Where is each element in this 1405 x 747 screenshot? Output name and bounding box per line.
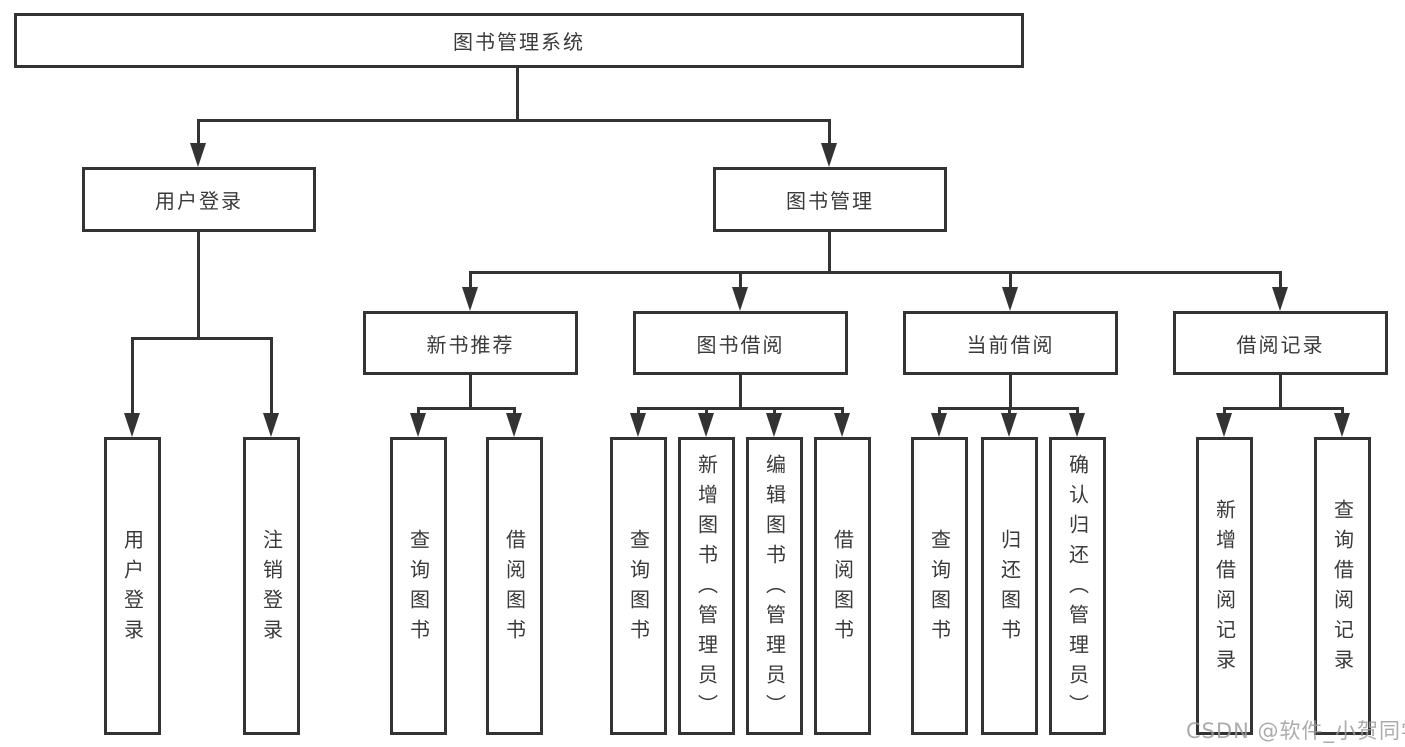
arrow-head <box>263 413 279 437</box>
node-user-login: 用户登录 <box>82 167 316 232</box>
node-library-system: 图书管理系统 <box>14 13 1024 68</box>
arrow-head <box>462 287 478 311</box>
leaf-user-login: 用户登录 <box>104 437 161 735</box>
leaf-edit-book-admin: 编辑图书（管理员） <box>746 437 803 735</box>
arrow-head <box>1334 413 1350 437</box>
leaf-add-borrow-record: 新增借阅记录 <box>1196 437 1253 735</box>
watermark: CSDN @软件_小贺同学 <box>1186 719 1405 743</box>
arrow-head <box>1216 413 1232 437</box>
leaf-query-books-1: 查询图书 <box>390 437 447 735</box>
arrow-head <box>931 413 947 437</box>
node-new-book-recommend: 新书推荐 <box>363 311 578 375</box>
arrow-head <box>124 413 140 437</box>
arrow-head <box>1069 413 1085 437</box>
connector-line <box>828 119 831 149</box>
leaf-confirm-return-admin: 确认归还（管理员） <box>1049 437 1106 735</box>
node-book-management: 图书管理 <box>713 167 947 232</box>
connector-line <box>469 271 1282 274</box>
arrow-head <box>1272 287 1288 311</box>
connector-line <box>131 337 134 419</box>
leaf-logout: 注销登录 <box>243 437 300 735</box>
connector-line <box>1279 271 1282 291</box>
leaf-add-book-admin: 新增图书（管理员） <box>678 437 735 735</box>
connector-line <box>739 375 742 409</box>
arrow-head <box>732 287 748 311</box>
node-book-borrow: 图书借阅 <box>633 311 848 375</box>
leaf-return-book: 归还图书 <box>981 437 1038 735</box>
arrow-head <box>698 413 714 437</box>
connector-line <box>197 232 200 339</box>
arrow-head <box>506 413 522 437</box>
leaf-borrow-books-2: 借阅图书 <box>814 437 871 735</box>
connector-line <box>197 119 200 149</box>
connector-line <box>637 407 844 410</box>
node-borrow-records: 借阅记录 <box>1173 311 1388 375</box>
arrow-head <box>1002 287 1018 311</box>
leaf-query-borrow-record: 查询借阅记录 <box>1314 437 1371 735</box>
arrow-head <box>834 413 850 437</box>
connector-line <box>469 271 472 291</box>
connector-line <box>131 337 273 340</box>
arrow-head <box>821 143 837 167</box>
connector-line <box>739 271 742 291</box>
connector-line <box>1009 375 1012 409</box>
node-current-borrow: 当前借阅 <box>903 311 1118 375</box>
leaf-borrow-books-1: 借阅图书 <box>486 437 543 735</box>
connector-line <box>1009 271 1012 291</box>
arrow-head <box>410 413 426 437</box>
connector-line <box>417 407 516 410</box>
arrow-head <box>190 143 206 167</box>
connector-line <box>1279 375 1282 409</box>
arrow-head <box>630 413 646 437</box>
leaf-query-books-2: 查询图书 <box>610 437 667 735</box>
leaf-query-books-3: 查询图书 <box>911 437 968 735</box>
connector-line <box>469 375 472 409</box>
connector-line <box>516 68 519 120</box>
arrow-head <box>1001 413 1017 437</box>
arrow-head <box>766 413 782 437</box>
connector-line <box>1223 407 1344 410</box>
connector-line <box>270 337 273 419</box>
connector-line <box>828 232 831 274</box>
connector-line <box>197 119 831 122</box>
